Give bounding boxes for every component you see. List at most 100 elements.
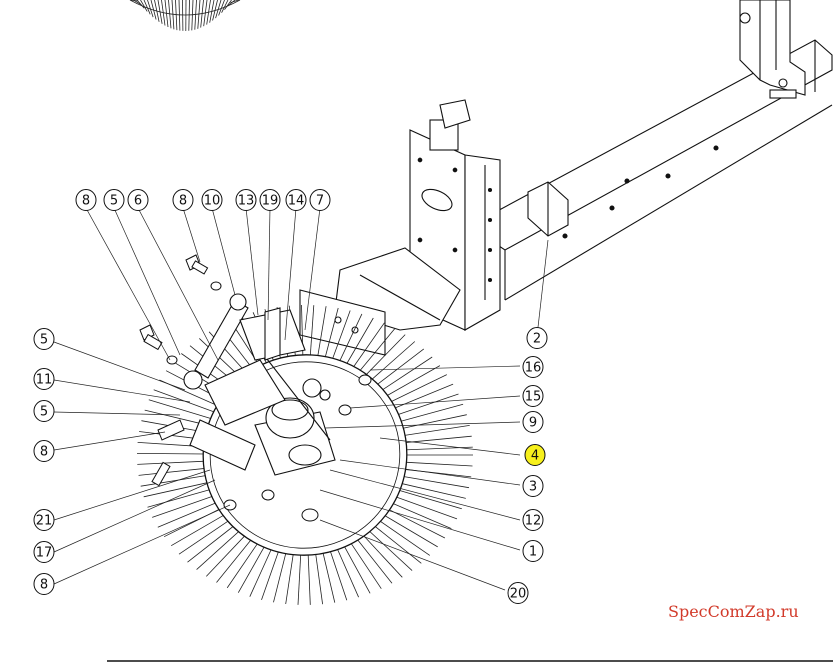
bristle xyxy=(389,374,447,403)
mounting-plate-assembly xyxy=(299,99,501,356)
callout-number: 4 xyxy=(531,449,539,464)
callout-circle xyxy=(201,189,223,211)
callout-7: 7 xyxy=(309,189,331,211)
callout-5: 5 xyxy=(33,400,55,422)
hydraulic-cylinder xyxy=(183,293,306,471)
bristle xyxy=(216,538,253,583)
callout-circle xyxy=(33,328,55,350)
callout-20: 20 xyxy=(507,582,529,604)
upper-bristle xyxy=(168,0,172,29)
upper-bristle xyxy=(224,0,232,10)
upper-bristle xyxy=(215,0,222,19)
callout-11: 11 xyxy=(33,368,55,390)
callout-number: 8 xyxy=(82,194,90,209)
bristle xyxy=(404,446,473,451)
upper-bristle xyxy=(212,0,218,21)
upper-bristle xyxy=(218,0,225,16)
callout-number: 1 xyxy=(529,545,537,560)
bristle xyxy=(143,481,210,498)
bristle xyxy=(402,425,470,436)
callout-number: 16 xyxy=(525,361,542,376)
upper-bristle xyxy=(178,0,181,31)
bristle xyxy=(345,317,374,366)
callout-12: 12 xyxy=(522,509,544,531)
boom-arm xyxy=(489,0,833,301)
bristle xyxy=(401,414,467,429)
callout-1: 1 xyxy=(522,540,544,562)
bristle xyxy=(157,501,218,528)
bristle xyxy=(379,520,431,556)
bristle xyxy=(388,508,446,539)
bristle xyxy=(331,310,351,361)
callout-16: 16 xyxy=(522,356,544,378)
callout-4: 4 xyxy=(524,444,546,466)
callout-circle xyxy=(33,368,55,390)
bristle xyxy=(196,529,241,570)
callout-number: 8 xyxy=(40,578,48,593)
upper-bristle xyxy=(143,0,151,15)
callout-circle xyxy=(507,582,529,604)
callout-number: 6 xyxy=(134,194,142,209)
upper-bristle xyxy=(164,0,169,28)
bristle xyxy=(285,552,294,605)
bristle xyxy=(343,545,371,594)
bristle xyxy=(138,467,206,476)
bristle xyxy=(402,476,470,489)
callout-number: 17 xyxy=(36,546,53,561)
bristle xyxy=(136,453,206,455)
callout-6: 6 xyxy=(127,189,149,211)
callout-14: 14 xyxy=(285,189,307,211)
upper-brush-fragment xyxy=(129,0,241,32)
callout-10: 10 xyxy=(201,189,223,211)
bristle xyxy=(373,525,422,564)
callout-8: 8 xyxy=(172,189,194,211)
upper-bristle xyxy=(161,0,166,26)
bristle xyxy=(404,435,472,444)
bristle xyxy=(375,348,425,387)
bristle xyxy=(147,488,212,508)
upper-bristle xyxy=(227,0,236,7)
bristle xyxy=(261,549,280,601)
upper-bristle xyxy=(171,0,175,30)
bristle xyxy=(404,461,473,467)
callout-number: 5 xyxy=(110,194,118,209)
bristle xyxy=(338,313,363,363)
callout-number: 20 xyxy=(510,587,527,602)
callout-number: 2 xyxy=(533,332,541,347)
callout-number: 9 xyxy=(529,416,537,431)
bristle xyxy=(273,551,287,603)
callout-3: 3 xyxy=(522,475,544,497)
callout-circle xyxy=(33,573,55,595)
upper-bristle xyxy=(154,0,160,22)
bristle xyxy=(380,356,433,392)
callout-15: 15 xyxy=(522,385,544,407)
callout-circle xyxy=(522,540,544,562)
callout-8: 8 xyxy=(33,573,55,595)
callout-5: 5 xyxy=(33,328,55,350)
bristle xyxy=(356,538,393,584)
callout-number: 11 xyxy=(36,373,53,388)
upper-bristle xyxy=(188,0,190,31)
bristle xyxy=(309,305,315,358)
callout-number: 7 xyxy=(316,194,324,209)
callout-5: 5 xyxy=(103,189,125,211)
callout-circle xyxy=(309,189,331,211)
callout-number: 3 xyxy=(529,480,537,495)
upper-bristle xyxy=(206,0,211,25)
bristle xyxy=(226,541,260,589)
callout-number: 13 xyxy=(238,194,255,209)
upper-bristle xyxy=(197,0,201,29)
bristle xyxy=(395,496,458,520)
callout-circle xyxy=(33,541,55,563)
callout-2: 2 xyxy=(526,327,548,349)
callout-number: 5 xyxy=(40,405,48,420)
upper-bristle xyxy=(147,0,154,18)
bristle xyxy=(315,552,323,605)
callout-circle xyxy=(235,189,257,211)
callout-circle xyxy=(522,411,544,433)
bristle xyxy=(249,547,273,597)
bristle xyxy=(170,513,226,547)
bristle xyxy=(396,393,459,416)
hydraulic-motor xyxy=(254,349,336,476)
callout-9: 9 xyxy=(522,411,544,433)
